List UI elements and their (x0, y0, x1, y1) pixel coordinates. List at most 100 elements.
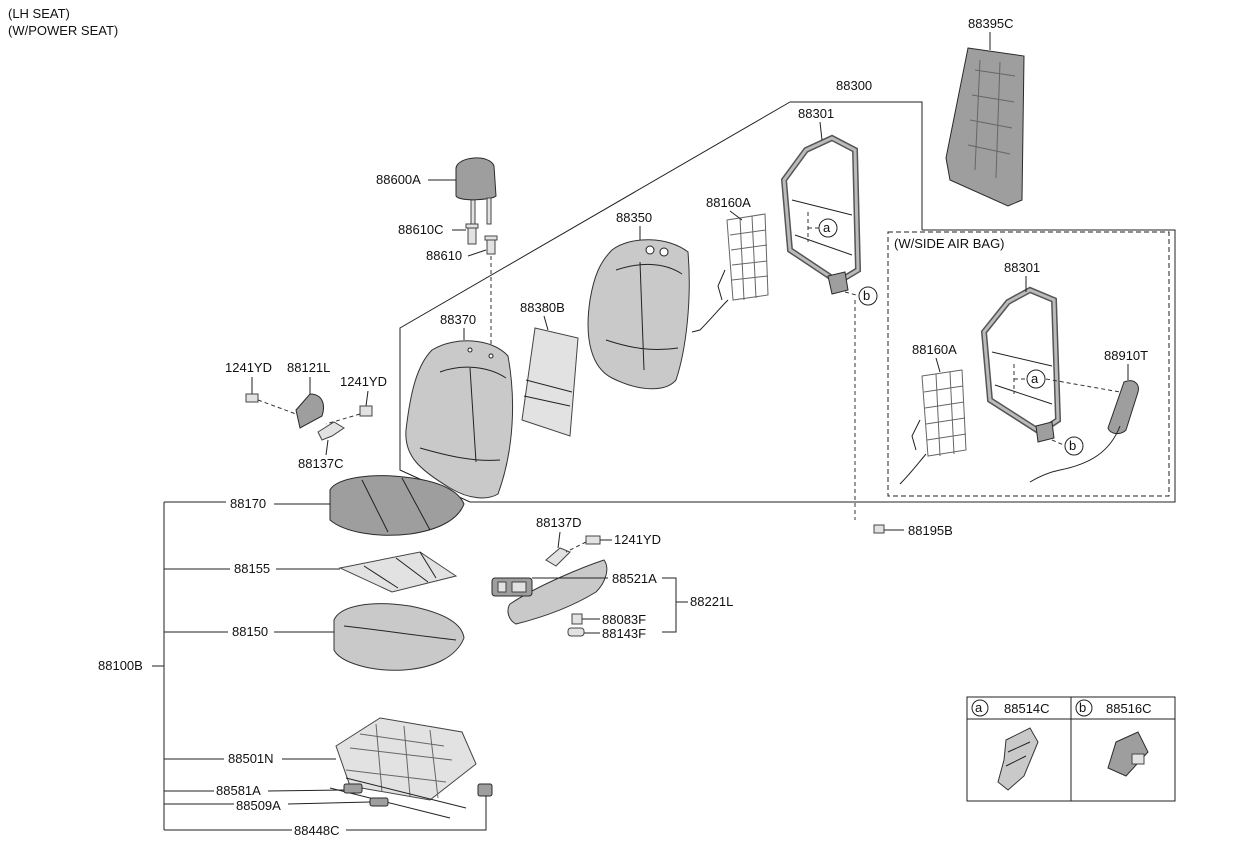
callout-a-letter: a (823, 220, 831, 235)
legend-a-circle (971, 699, 989, 717)
label-88301: 88301 (798, 106, 834, 121)
knob-88083F (571, 613, 583, 625)
leader-88137D (557, 531, 561, 549)
cushion-pad-88150 (333, 603, 465, 671)
back-cover-88370 (405, 340, 514, 499)
label-88395C: 88395C (968, 16, 1014, 31)
label-88137C: 88137C (298, 456, 344, 471)
legend-b-part: 88516C (1106, 701, 1152, 716)
headrest-guide-88610 (484, 235, 498, 255)
label-88083F: 88083F (602, 612, 646, 627)
label-88370: 88370 (440, 312, 476, 327)
callout-a-airbag-dash (1013, 364, 1028, 394)
label-1241YD-lower: 1241YD (614, 532, 661, 547)
label-88610C: 88610C (398, 222, 444, 237)
label-88910T: 88910T (1104, 348, 1148, 363)
inset-title: (W/SIDE AIR BAG) (894, 236, 1005, 251)
label-88195B: 88195B (908, 523, 953, 538)
label-88380B: 88380B (520, 300, 565, 315)
label-88170: 88170 (230, 496, 266, 511)
label-88501N: 88501N (228, 751, 274, 766)
bolt-1241YD-lower (565, 535, 601, 553)
back-frame-88301-airbag (980, 286, 1062, 443)
back-frame-88301 (780, 134, 862, 295)
back-pad-88350 (587, 239, 690, 390)
label-88610: 88610 (426, 248, 462, 263)
legend-b-circle (1075, 699, 1093, 717)
lumbar-support-88160A-airbag (899, 369, 967, 485)
leader-88380B (543, 315, 549, 331)
headrest-guide-88610C (465, 223, 479, 245)
label-88121L: 88121L (287, 360, 330, 375)
connector-88448C (477, 783, 493, 797)
bolt-1241YD-left (245, 393, 297, 415)
airbag-dash-line (1045, 378, 1121, 393)
side-airbag-88910T (1029, 380, 1139, 483)
callout-b-airbag-dash (1051, 439, 1067, 447)
label-88600A: 88600A (376, 172, 421, 187)
cushion-cover-88170 (329, 475, 465, 536)
label-88350: 88350 (616, 210, 652, 225)
leader-88137C (325, 439, 329, 456)
label-88160A: 88160A (706, 195, 751, 210)
leader-88448C (164, 796, 487, 831)
label-88100B: 88100B (98, 658, 143, 673)
callout-a-airbag-circle (1026, 369, 1046, 389)
recliner-cover-88121L (295, 393, 324, 429)
lumbar-support-88160A (691, 213, 769, 333)
leader-1241YD-right (365, 390, 369, 407)
callout-b-airbag-circle (1064, 436, 1084, 456)
callout-a-airbag-letter: a (1031, 371, 1039, 386)
callout-a-dash (807, 212, 822, 242)
connector-88516C (1107, 731, 1149, 777)
label-88160A-airbag: 88160A (912, 342, 957, 357)
note-seat-side: (LH SEAT) (8, 6, 70, 21)
legend-b-letter: b (1079, 700, 1086, 715)
callout-b-circle (858, 286, 878, 306)
label-1241YD-right: 1241YD (340, 374, 387, 389)
label-1241YD-left: 1241YD (225, 360, 272, 375)
label-88143F: 88143F (602, 626, 646, 641)
legend-a-part: 88514C (1004, 701, 1050, 716)
knob-88143F (567, 627, 585, 637)
label-88509A: 88509A (236, 798, 281, 813)
callout-b-airbag-letter: b (1069, 438, 1076, 453)
leader-88160A (729, 210, 743, 221)
bracket-88137D (545, 547, 571, 567)
headrest-88600A (455, 157, 497, 227)
leader-88160A-airbag (935, 357, 941, 373)
motor-88581A (343, 783, 363, 794)
label-88150: 88150 (232, 624, 268, 639)
seat-switch-88521A (491, 577, 533, 597)
assembly-outline-88300 (399, 101, 1176, 503)
label-88581A: 88581A (216, 783, 261, 798)
callout-b-dash (844, 291, 861, 297)
leader-88301 (819, 121, 823, 141)
note-seat-type: (W/POWER SEAT) (8, 23, 118, 38)
side-shield-88221L (507, 559, 608, 625)
label-88300: 88300 (836, 78, 872, 93)
leader-88610 (467, 249, 487, 257)
actuator-88509A (369, 797, 389, 807)
legend-a-letter: a (975, 700, 983, 715)
label-88155: 88155 (234, 561, 270, 576)
motor-88514C (997, 727, 1039, 791)
bracket-88221L (662, 577, 688, 633)
cushion-board-88155 (338, 551, 458, 593)
callout-b-letter: b (863, 288, 870, 303)
callout-a-circle (818, 218, 838, 238)
back-cover-88395C (945, 47, 1025, 207)
legend-table (966, 696, 1176, 802)
label-88137D: 88137D (536, 515, 582, 530)
leader-88581A (267, 789, 345, 792)
bolt-1241YD-right (325, 405, 373, 425)
seat-track-88501N (329, 717, 477, 819)
leader-88509A (287, 801, 371, 805)
inset-side-airbag (887, 231, 1170, 497)
connector-88195B (873, 524, 885, 534)
label-88448C: 88448C (294, 823, 340, 838)
label-88301-airbag: 88301 (1004, 260, 1040, 275)
back-board-88380B (521, 327, 579, 437)
leader-88300 (790, 101, 923, 230)
